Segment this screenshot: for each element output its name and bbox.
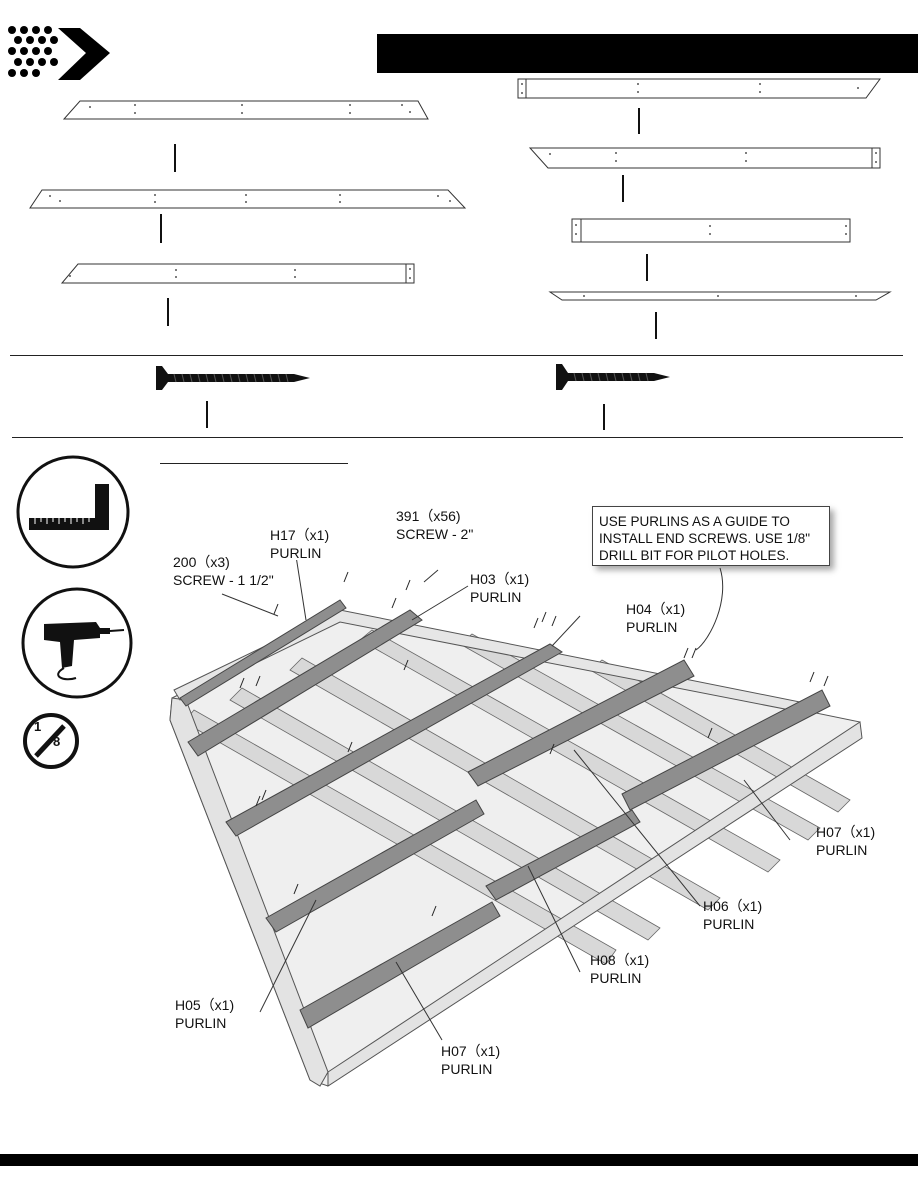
part-tick <box>638 108 640 134</box>
divider <box>12 437 903 438</box>
callout-h04-name: PURLIN <box>626 619 678 635</box>
divider <box>10 355 903 356</box>
footer-bar <box>0 1154 918 1166</box>
part-tick <box>160 214 162 243</box>
callout-h07-right-code: H07（x1) <box>816 824 876 840</box>
screw-long-icon <box>156 366 310 390</box>
callout-h05-code: H05（x1) <box>175 997 235 1013</box>
callout-h17-name: PURLIN <box>270 545 322 561</box>
callout-h07-right-name: PURLIN <box>816 842 868 858</box>
part-tick <box>655 312 657 339</box>
callout-h03-code: H03（x1) <box>470 571 530 587</box>
drill-icon <box>21 587 133 699</box>
callout-h17-code: H17（x1) <box>270 527 330 543</box>
header-banner <box>377 34 918 73</box>
square-ruler-icon <box>16 455 130 569</box>
part-tick <box>206 401 208 428</box>
part-tick <box>167 298 169 326</box>
part-tick <box>174 144 176 172</box>
callout-h07-bottom-code: H07（x1) <box>441 1043 501 1059</box>
callout-h07-bottom-name: PURLIN <box>441 1061 493 1077</box>
drill-bit-numerator: 1 <box>34 719 42 734</box>
instruction-note: USE PURLINS AS A GUIDE TO INSTALL END SC… <box>592 506 830 566</box>
callout-h06-code: H06（x1) <box>703 898 763 914</box>
note-line-3: DRILL BIT FOR PILOT HOLES. <box>599 548 790 563</box>
part-tick <box>603 404 605 430</box>
roof-assembly-diagram <box>169 560 863 1087</box>
callout-s391-name: SCREW - 2" <box>396 526 474 542</box>
callout-h04-code: H04（x1) <box>626 601 686 617</box>
parts-left <box>29 100 467 284</box>
parts-right <box>517 78 892 301</box>
part-tick <box>622 175 624 202</box>
part-tick <box>646 254 648 281</box>
drill-bit-icon <box>23 713 79 769</box>
note-line-1: USE PURLINS AS A GUIDE TO <box>599 514 790 529</box>
callout-h03-name: PURLIN <box>470 589 522 605</box>
callout-h06-name: PURLIN <box>703 916 755 932</box>
step-title-underline <box>160 463 348 464</box>
screw-short-icon <box>556 364 670 390</box>
drill-bit-denominator: 8 <box>53 734 61 749</box>
arrow-logo-icon <box>8 26 110 80</box>
callout-h05-name: PURLIN <box>175 1015 227 1031</box>
callout-s200-name: SCREW - 1 1/2" <box>173 572 274 588</box>
note-line-2: INSTALL END SCREWS. USE 1/8" <box>599 531 811 546</box>
callout-s200-code: 200（x3) <box>173 554 230 570</box>
callout-h08-name: PURLIN <box>590 970 642 986</box>
callout-s391-code: 391（x56) <box>396 508 461 524</box>
callout-h08-code: H08（x1) <box>590 952 650 968</box>
